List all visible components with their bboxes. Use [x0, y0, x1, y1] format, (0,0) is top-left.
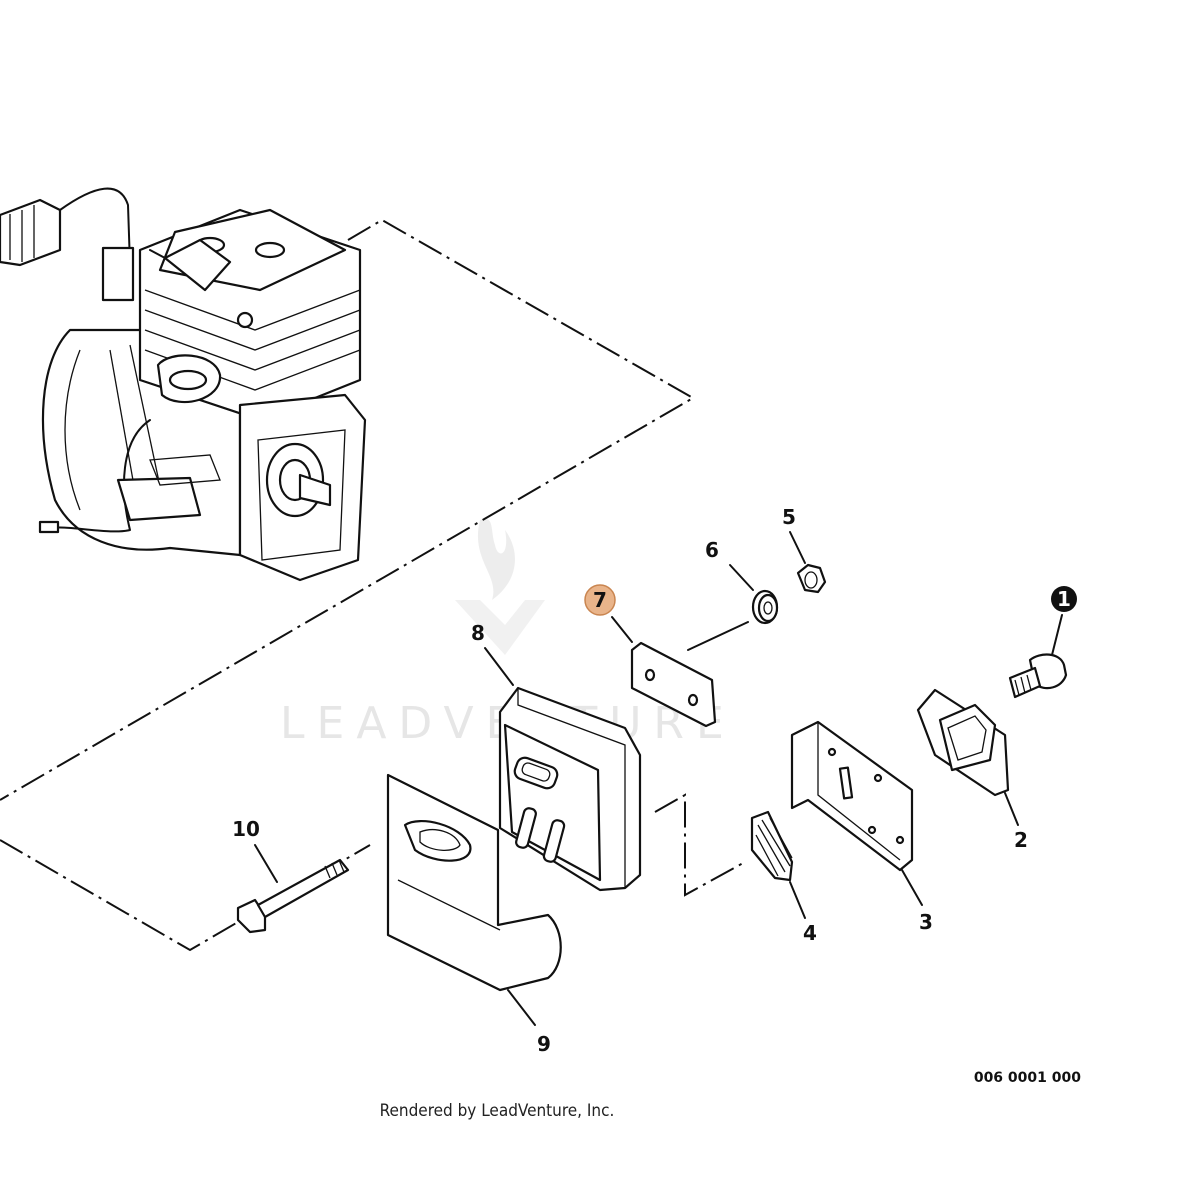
leader-9 — [507, 989, 536, 1026]
diagram-code: 006 0001 000 — [974, 1070, 1081, 1086]
part-5-nut — [796, 563, 827, 594]
watermark-logo — [455, 519, 545, 655]
part-2-flange — [916, 688, 1010, 797]
part-3-cover — [790, 720, 914, 872]
callout-3[interactable]: 3 — [919, 910, 933, 934]
callout-1-badge — [1051, 586, 1077, 612]
part-7-plate — [630, 641, 717, 728]
leader-3 — [901, 869, 923, 906]
callout-2[interactable]: 2 — [1014, 828, 1028, 852]
callout-7-highlight — [584, 584, 616, 616]
callout-9[interactable]: 9 — [537, 1032, 551, 1056]
leader-7b — [687, 621, 749, 651]
callout-8[interactable]: 8 — [471, 621, 485, 645]
callout-1[interactable]: 1 — [1051, 586, 1077, 612]
leader-2 — [1004, 792, 1019, 826]
leader-10 — [254, 844, 278, 883]
part-6-washer — [751, 589, 779, 625]
leader-6 — [729, 564, 754, 591]
part-8-muffler — [498, 686, 642, 892]
leader-8 — [484, 647, 514, 686]
leader-4 — [789, 881, 806, 919]
callout-5[interactable]: 5 — [782, 505, 796, 529]
engine-block — [0, 187, 367, 582]
assembly-outline — [0, 218, 746, 952]
part-9-shield — [386, 773, 562, 992]
leader-5 — [789, 531, 806, 564]
leader-7 — [611, 616, 633, 643]
callout-4[interactable]: 4 — [803, 921, 817, 945]
part-10-bolt — [236, 858, 350, 934]
callout-7[interactable]: 7 — [584, 584, 616, 616]
callout-10[interactable]: 10 — [232, 817, 260, 841]
callout-1-label: 1 — [1057, 587, 1071, 611]
part-4-screen — [750, 810, 794, 882]
callout-7-label: 7 — [593, 588, 607, 612]
footer-credit: Rendered by LeadVenture, Inc. — [380, 1101, 615, 1121]
callout-6[interactable]: 6 — [705, 538, 719, 562]
part-1-screw — [1008, 653, 1068, 699]
leader-1 — [1051, 614, 1063, 656]
